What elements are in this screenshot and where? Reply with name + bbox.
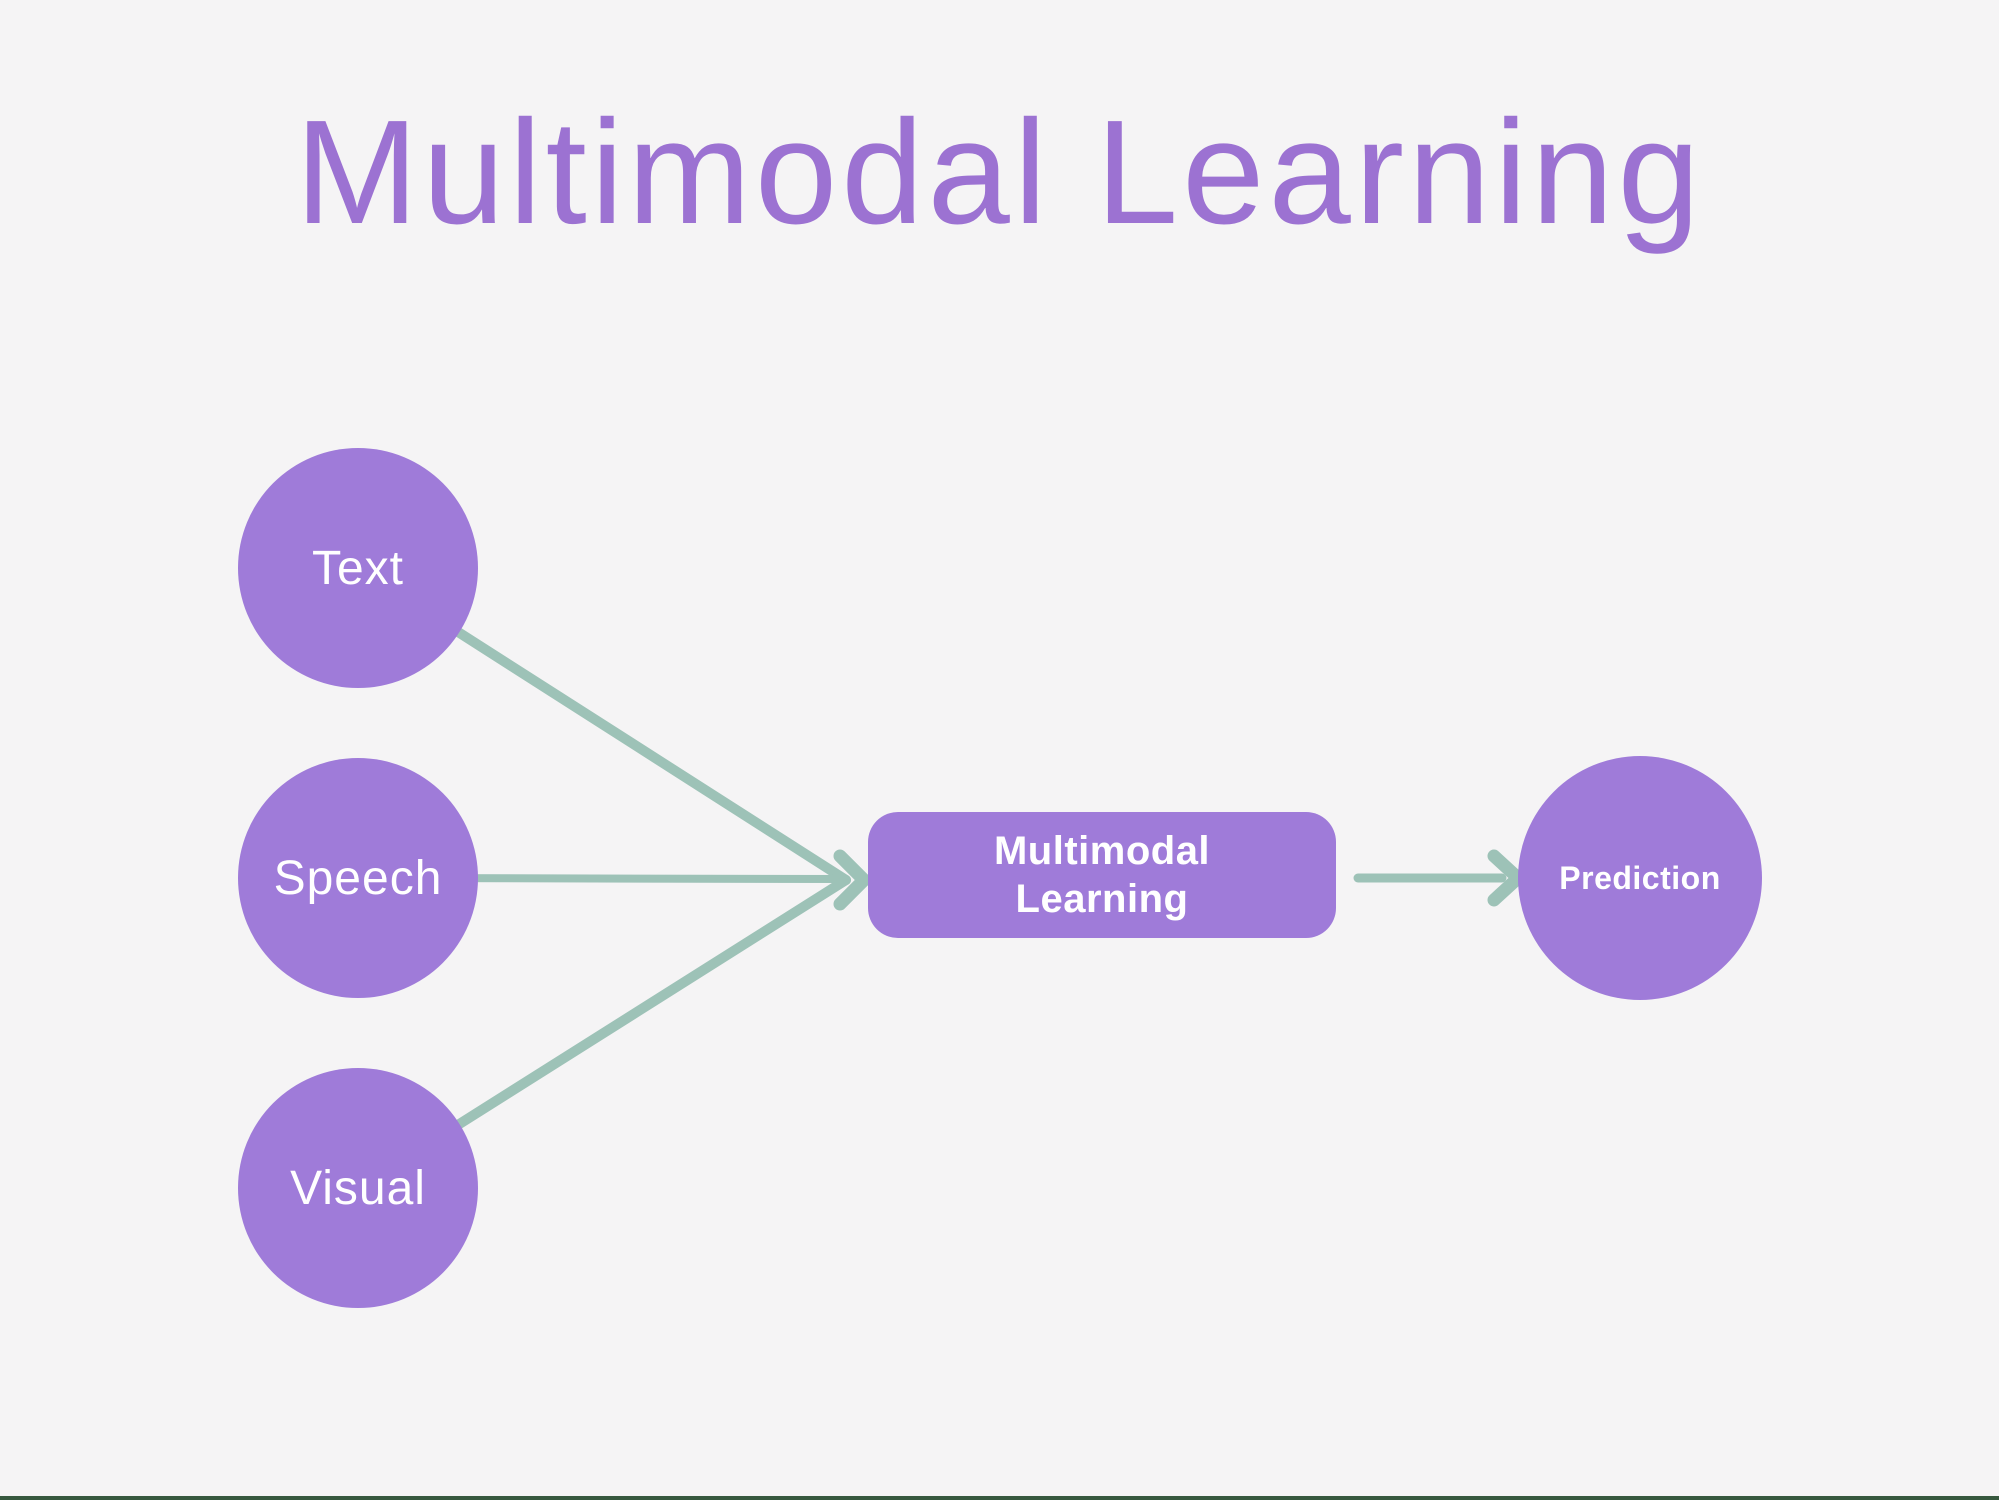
hub-label-line1: Multimodal [993,829,1211,873]
input-node-visual: Visual [238,1068,478,1308]
hub-label-line2: Learning [1015,877,1189,921]
output-node-prediction: Prediction [1518,756,1762,1000]
bottom-border-line [0,1496,1999,1500]
hub-arrowhead-icon [833,849,871,911]
input-node-text: Text [238,448,478,688]
input-node-speech: Speech [238,758,478,998]
input-node-speech-label: Speech [273,851,443,905]
output-node-label: Prediction [1559,859,1721,896]
hub-node: Multimodal Learning [868,812,1336,938]
page-title: Multimodal Learning [295,90,1704,255]
input-node-visual-label: Visual [290,1161,426,1215]
input-node-text-label: Text [311,541,405,595]
